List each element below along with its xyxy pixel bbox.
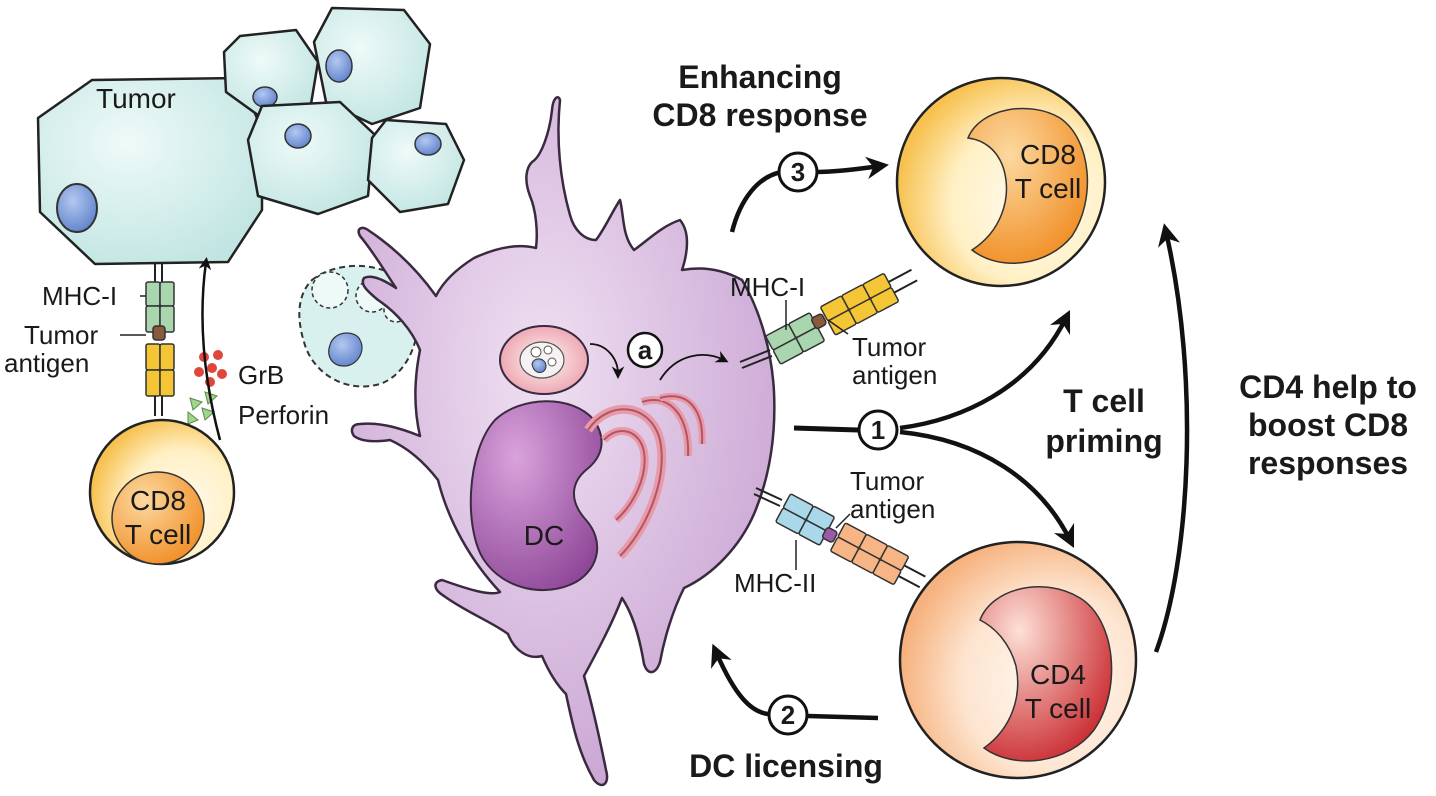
heading-priming-1: T cell [1063,383,1145,419]
grb-granule-2 [213,350,223,360]
cd8-left-nucleus [111,471,205,565]
tumor-cell-small-2 [312,6,432,126]
grb-granule-4 [194,367,204,377]
cd8-tcell-left: CD8 T cell [88,418,236,566]
perforin-triangle-4 [187,410,199,425]
mhc1-left-label: MHC-I [42,281,117,311]
tumor-label: Tumor [96,83,176,114]
apoptotic-nucleus-fragment [328,332,363,367]
cd8-right-label-2: T cell [1015,173,1081,204]
cd4-nucleus [979,586,1113,762]
step-3-label: 3 [791,157,805,187]
right-bottom-synapse: Tumor antigen MHC-II [734,466,935,598]
grb-granule-3 [207,363,217,373]
tumor-cell-small-4 [366,118,466,214]
dc-label: DC [524,520,564,551]
tumor-antigen-top-label-2: antigen [852,360,937,390]
cd4-label-1: CD4 [1030,659,1086,690]
tcr-left-block-2 [159,343,175,371]
tumor-nucleus-small-2 [325,49,353,83]
arrow-cd4-help [1153,223,1190,653]
cd4-label-2: T cell [1025,693,1091,724]
cd8-left-label-2: T cell [125,519,191,550]
step-a-badge: a [626,331,664,369]
step-1-badge: 1 [857,409,899,451]
tumor-cluster: Tumor [36,6,466,266]
heading-help-2: boost CD8 [1248,407,1408,443]
dc-endosome [499,325,589,395]
dendritic-cell: DC a [350,96,776,787]
mhc2-label: MHC-II [734,568,816,598]
tumor-cell-small-3 [246,100,376,216]
tcr-left-block-1 [145,343,161,371]
tumor-nucleus-large [56,183,98,233]
heading-enhancing-2: CD8 response [652,97,867,133]
tumor-antigen-left [152,325,166,341]
step-2-badge: 2 [767,694,809,736]
tcr-left-block-3 [145,369,161,397]
grb-granule-5 [217,369,227,379]
cd8-right-label-1: CD8 [1020,139,1076,170]
tumor-antigen-left-label-1: Tumor [24,320,98,350]
heading-enhancing-1: Enhancing [678,59,842,95]
mhc1-left-block-1 [145,281,161,307]
arrow-enhancing [729,166,880,233]
dc-er-golgi [584,392,706,560]
arrow-priming-stem [793,425,859,433]
process-arrows [716,166,1190,721]
cd4-tcell: CD4 T cell [898,540,1138,780]
cd8-tcell-right: CD8 T cell [895,76,1107,288]
tcr-left-block-4 [159,369,175,397]
perforin-triangle-3 [201,407,215,421]
tumor-nucleus-small-1 [252,86,278,108]
step-1-label: 1 [871,415,885,445]
mhc1-right-label: MHC-I [730,272,805,302]
step-a-label: a [638,335,653,365]
heading-priming-2: priming [1045,423,1162,459]
granzyme-perforin: GrB Perforin [187,257,329,441]
tumor-antigen-top-label-1: Tumor [852,332,926,362]
step-2-label: 2 [781,700,795,730]
tumor-nucleus-small-4 [414,132,442,156]
tumor-antigen-bottom-label-2: antigen [850,494,935,524]
left-synapse: MHC-I Tumor antigen [4,264,175,416]
grb-label: GrB [238,360,284,390]
mhc1-left-block-2 [159,281,175,307]
heading-help-1: CD4 help to [1239,369,1417,405]
tumor-antigen-bottom-label-1: Tumor [850,466,924,496]
right-top-synapse: MHC-I Tumor antigen [730,268,937,390]
arrow-priming-up [899,309,1071,431]
heading-licensing: DC licensing [689,748,883,784]
perforin-triangle-1 [189,397,203,411]
cd8-left-label-1: CD8 [130,485,186,516]
arrow-licensing [716,652,879,721]
step-3-badge: 3 [777,151,819,193]
kill-arrow [198,257,222,441]
cd8-right-nucleus [966,107,1089,264]
tumor-nucleus-small-3 [284,123,312,149]
tumor-antigen-left-label-2: antigen [4,348,89,378]
perforin-label: Perforin [238,400,329,430]
heading-help-3: responses [1248,445,1408,481]
arrow-priming-down [899,429,1075,549]
